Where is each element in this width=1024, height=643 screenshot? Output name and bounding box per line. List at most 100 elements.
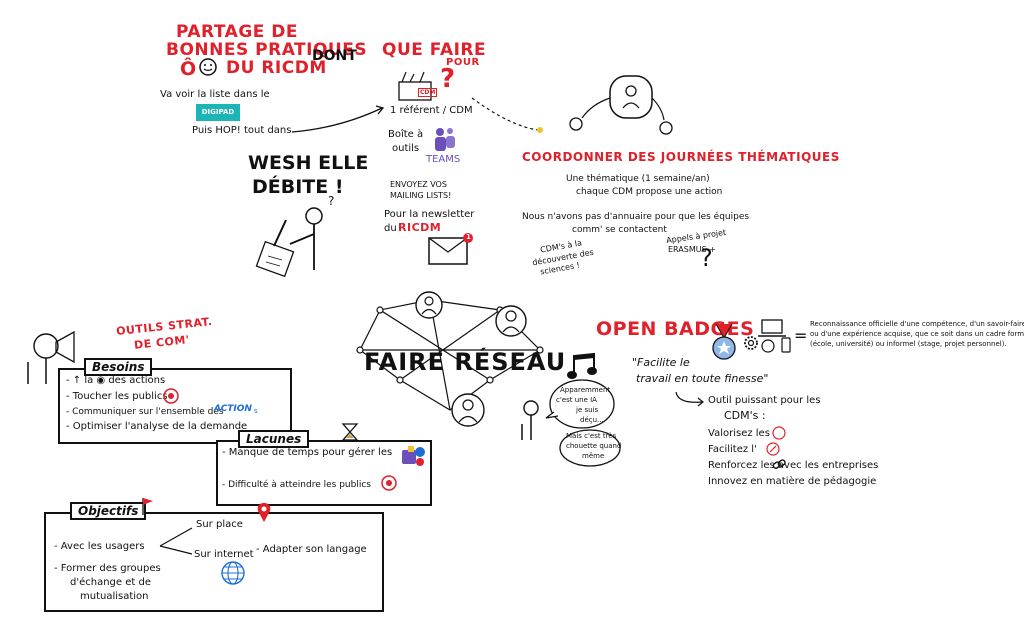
- que-faire-subtitle: POUR: [446, 57, 480, 68]
- mail-icon: [428, 233, 473, 266]
- que-faire-item2-line1: Boîte à: [388, 129, 424, 140]
- que-faire-item3-line2: MAILING LISTS!: [390, 191, 452, 200]
- que-faire-question: ?: [440, 64, 456, 94]
- partage-title-line3-suffix: DU RICDM: [226, 58, 327, 78]
- coordonner-line2: chaque CDM propose une action: [576, 187, 723, 197]
- megaphone-person-icon: [22, 322, 82, 386]
- coordonner-line1: Une thématique (1 semaine/an): [566, 174, 710, 184]
- objectifs-branch3: - Adapter son langage: [256, 544, 367, 555]
- network-lines: [356, 299, 544, 411]
- music-note-icon: [566, 352, 600, 382]
- location-pin-icon: [256, 502, 272, 524]
- badges-definition-line2: ou d'une expérience acquise, que ce soit…: [810, 330, 1024, 338]
- badges-outil-line1: Outil puissant pour les: [708, 395, 821, 406]
- badges-equals: =: [794, 326, 808, 345]
- badges-help-icon: [772, 426, 786, 440]
- badges-outil-line2: CDM's :: [724, 409, 766, 422]
- digipad-button[interactable]: DIGIPAD: [196, 104, 240, 121]
- action-logo: ACTION: [214, 404, 252, 414]
- wesh-line1: WESH ELLE: [248, 152, 369, 174]
- teams-label: TEAMS: [426, 154, 461, 165]
- badges-benefit-4: Innovez en matière de pédagogie: [708, 476, 877, 487]
- besoins-item2: - Toucher les publics: [66, 391, 168, 402]
- social-media-icon: [400, 444, 428, 468]
- badges-benefit-2: Facilitez l': [708, 444, 757, 455]
- partage-title-line3-prefix: Ô: [180, 58, 197, 80]
- network-person-3-icon: [450, 392, 486, 428]
- network-person-1-icon: [414, 290, 444, 322]
- outils-title-line1: OUTILS STRAT.: [115, 314, 214, 339]
- coordonner-line3: Nous n'avons pas d'annuaire pour que les…: [522, 212, 750, 222]
- badges-link-icon: [772, 458, 786, 472]
- objectifs-title: Objectifs: [70, 502, 147, 520]
- toolbox-icon: [396, 70, 436, 102]
- badges-quote-line2: travail en toute finesse": [636, 372, 769, 385]
- que-faire-item2-line2: outils: [392, 143, 420, 154]
- writing-person-icon: [250, 200, 340, 280]
- wesh-line2: DÉBITE !: [252, 176, 344, 198]
- que-faire-item3-line1: ENVOYEZ VOS: [390, 180, 447, 189]
- bubble1-line3: je suis: [576, 406, 599, 414]
- que-faire-item4-line1: Pour la newsletter: [384, 209, 475, 220]
- que-faire-ricdm: RICDM: [398, 221, 442, 234]
- open-badges-title: OPEN BADGES: [596, 318, 755, 340]
- que-faire-item4-line2: du: [384, 223, 397, 234]
- badges-quote-line1: "Facilite le: [632, 356, 690, 369]
- objectifs-branch2: Sur internet: [194, 549, 254, 560]
- globe-icon: [220, 560, 246, 586]
- lacunes-box: [216, 440, 438, 512]
- objectifs-item4: mutualisation: [80, 591, 149, 602]
- lacunes-item1: - Manque de temps pour gérer les: [222, 447, 393, 458]
- smiley-icon: [198, 57, 218, 77]
- badge-medal-icon: [706, 322, 742, 364]
- besoins-title: Besoins: [84, 358, 153, 376]
- badges-definition-line3: (école, université) ou informel (stage, …: [810, 340, 1007, 348]
- partage-title-line2: BONNES PRATIQUES: [166, 40, 368, 60]
- cdm-box-label: CDM: [418, 88, 438, 97]
- badges-benefit-3: Renforcez les avec les entreprises: [708, 460, 879, 471]
- bubble2-line2: chouette quand: [566, 442, 622, 450]
- dont-label: DONT: [312, 48, 357, 64]
- objectifs-branches: [159, 527, 193, 555]
- besoins-item1: - ↑ la ◉ des actions: [66, 375, 166, 386]
- badges-definition-line1: Reconnaissance officielle d'une compéten…: [810, 320, 1024, 328]
- objectifs-item3: d'échange et de: [70, 577, 151, 588]
- devices-icon: [756, 318, 792, 358]
- coordonner-appels-line2: ERASMUS +: [668, 245, 716, 254]
- coordonner-line4: comm' se contactent: [572, 225, 667, 235]
- arrow-to-que-faire: [291, 105, 385, 133]
- bubble2-line3: même: [582, 452, 605, 460]
- flag-icon: [140, 496, 156, 516]
- objectifs-item2: - Former des groupes: [54, 563, 161, 574]
- badges-benefit-1: Valorisez les: [708, 428, 770, 439]
- besoins-item3: - Communiquer sur l'ensemble des: [66, 407, 224, 417]
- outils-title-line2: DE COM': [133, 333, 191, 352]
- partage-title-line1: PARTAGE DE: [176, 22, 299, 42]
- besoins-item4: - Optimiser l'analyse de la demande: [66, 421, 248, 432]
- objectifs-item1: - Avec les usagers: [54, 541, 145, 552]
- mail-badge: 1: [466, 233, 471, 241]
- gear-icon: [742, 334, 760, 352]
- liste-text: Va voir la liste dans le: [160, 89, 270, 100]
- badges-arrow: [675, 391, 704, 407]
- bubble1-line2: c'est une IA: [556, 396, 597, 404]
- chat-bubble-1: [545, 379, 615, 429]
- objectifs-branch1: Sur place: [196, 519, 243, 530]
- network-person-2-icon: [494, 304, 528, 340]
- hop-text: Puis HOP! tout dans: [192, 125, 292, 136]
- teams-icon: [432, 126, 458, 152]
- objectifs-box: [44, 512, 390, 618]
- wesh-question: ?: [328, 194, 335, 208]
- faire-reseau-title: FAIRE RÉSEAU: [364, 348, 567, 376]
- action-logo-sub: s: [254, 407, 258, 415]
- chat-person-icon: [516, 398, 546, 442]
- coordonner-question: ?: [700, 244, 713, 272]
- hourglass-icon: [340, 422, 360, 442]
- bubble1-line1: Apparemment: [560, 386, 611, 394]
- coordonner-title: COORDONNER DES JOURNÉES THÉMATIQUES: [522, 150, 840, 164]
- lacunes-title: Lacunes: [238, 430, 310, 448]
- que-faire-title: QUE FAIRE: [382, 40, 487, 60]
- person-circle-icon: [562, 74, 673, 144]
- target-icon-2: [380, 474, 398, 492]
- badges-compass-icon: [766, 442, 780, 456]
